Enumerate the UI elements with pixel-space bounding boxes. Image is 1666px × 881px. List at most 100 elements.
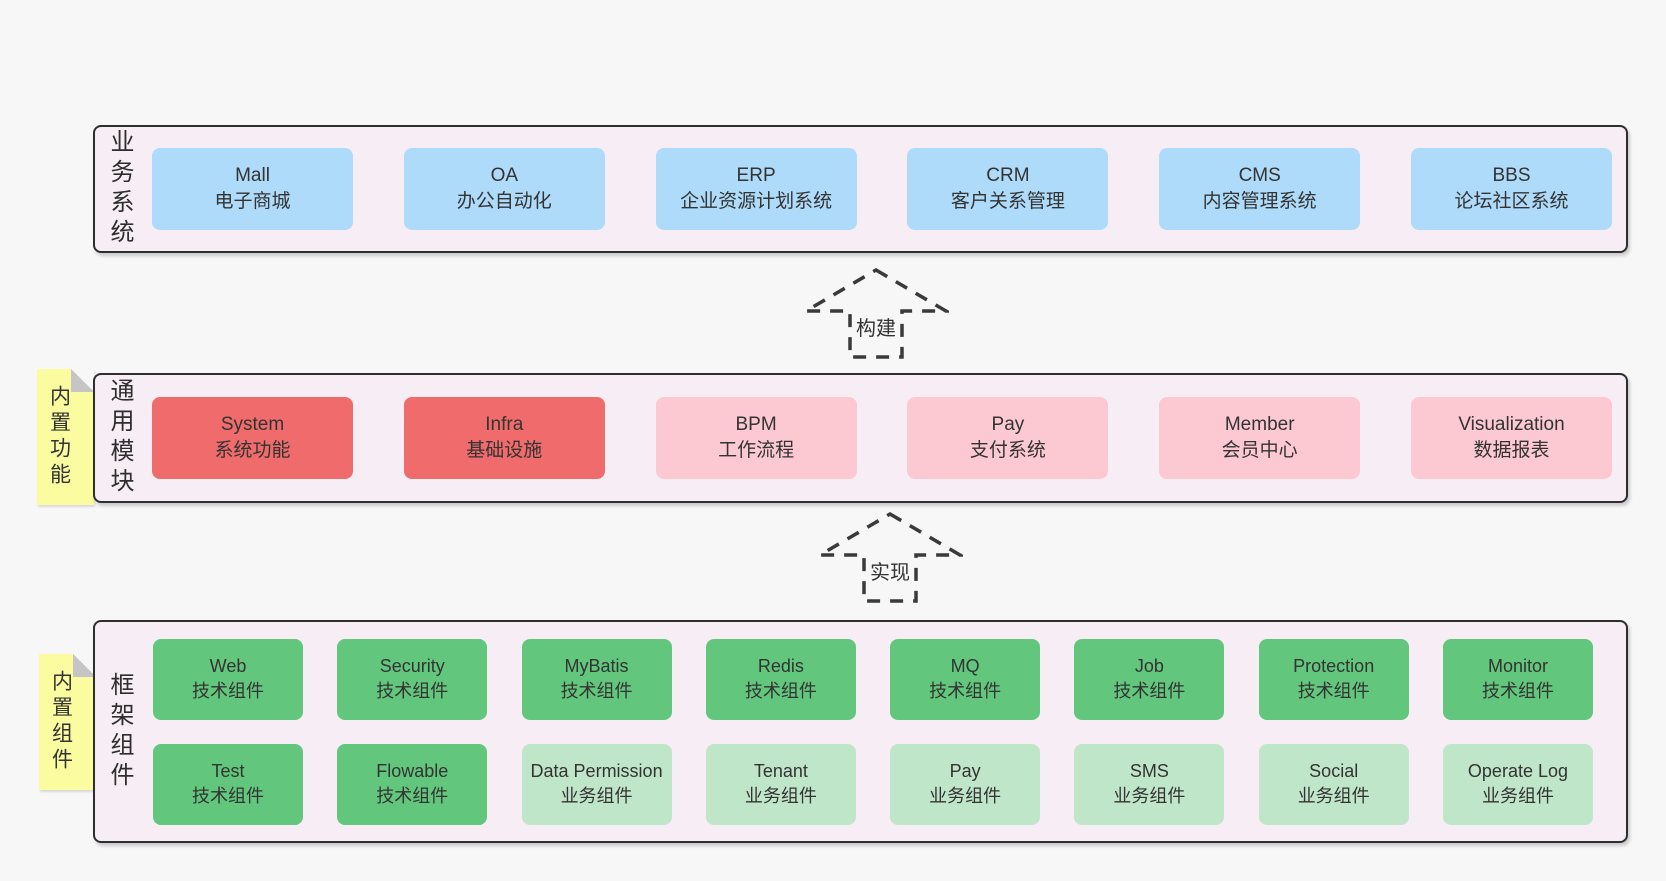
box-desc: 论坛社区系统 [1454,191,1569,212]
box-system: System 系统功能 [152,397,353,479]
box-name: Data Permission [530,761,663,781]
box-name: ERP [736,165,776,186]
box-desc: 技术组件 [560,681,633,701]
layer-framework-components: 框架组件 Web 技术组件 Security 技术组件 MyBatis 技术组件… [93,620,1628,843]
box-name: OA [490,165,519,186]
box-name: Tenant [753,761,808,781]
box-desc: 办公自动化 [456,191,552,212]
box-flowable: Flowable 技术组件 [337,743,488,825]
box-desc: 技术组件 [1297,681,1370,701]
box-bbs: BBS 论坛社区系统 [1410,148,1612,230]
box-row: Mall 电子商城 OA 办公自动化 ERP 企业资源计划系统 CRM 客户关系… [132,148,1626,230]
box-desc: 电子商城 [214,191,291,212]
box-rows: Web 技术组件 Security 技术组件 MyBatis 技术组件 Redi… [132,638,1626,825]
box-desc: 技术组件 [929,681,1002,701]
box-name: BBS [1492,165,1531,186]
box-name: System [220,414,285,435]
box-name: Web [209,656,247,676]
box-desc: 业务组件 [929,786,1002,806]
box-name: Test [211,761,245,781]
box-desc: 业务组件 [1113,786,1186,806]
box-desc: 技术组件 [376,786,449,806]
box-name: MQ [950,656,980,676]
box-name: Protection [1293,656,1375,676]
sticky-note-builtin-components: 内置组件 [39,654,96,790]
box-name: Member [1224,414,1295,435]
box-desc: 技术组件 [1113,681,1186,701]
box-name: Redis [757,656,804,676]
box-protection: Protection 技术组件 [1258,638,1409,720]
box-oa: OA 办公自动化 [403,148,605,230]
arrow-label: 实现 [866,556,914,585]
box-data-permission: Data Permission 业务组件 [521,743,672,825]
layer-common-modules: 通用模块 System 系统功能 Infra 基础设施 BPM 工作流程 Pay… [93,373,1628,503]
dashed-up-arrow-icon [817,511,963,603]
box-monitor: Monitor 技术组件 [1442,638,1593,720]
dashed-up-arrow-icon [803,267,949,359]
box-desc: 会员中心 [1221,440,1298,461]
box-test: Test 技术组件 [153,743,303,825]
box-visualization: Visualization 数据报表 [1410,397,1612,479]
sticky-note-label: 内置功能 [47,385,71,489]
box-operate-log: Operate Log 业务组件 [1442,743,1593,825]
box-mq: MQ 技术组件 [890,638,1041,720]
box-row: Test 技术组件 Flowable 技术组件 Data Permission … [132,743,1626,825]
arrow-label: 构建 [852,312,900,341]
box-pay: Pay 支付系统 [907,397,1109,479]
box-row: Web 技术组件 Security 技术组件 MyBatis 技术组件 Redi… [132,638,1626,720]
box-web: Web 技术组件 [153,638,303,720]
box-security: Security 技术组件 [337,638,488,720]
box-name: SMS [1129,761,1169,781]
box-name: Operate Log [1467,761,1568,781]
box-infra: Infra 基础设施 [403,397,605,479]
box-redis: Redis 技术组件 [705,638,856,720]
box-desc: 业务组件 [1297,786,1370,806]
arrow-implement: 实现 [817,510,963,604]
box-desc: 数据报表 [1473,440,1550,461]
box-desc: 业务组件 [744,786,817,806]
box-name: Security [379,656,445,676]
layer-label: 框架组件 [106,671,133,792]
box-desc: 企业资源计划系统 [680,191,833,212]
box-desc: 技术组件 [1481,681,1554,701]
box-desc: 客户关系管理 [950,191,1065,212]
box-name: Flowable [376,761,449,781]
box-desc: 技术组件 [744,681,817,701]
sticky-note-label: 内置组件 [49,670,73,774]
box-desc: 业务组件 [1481,786,1554,806]
box-tenant: Tenant 业务组件 [705,743,856,825]
arrow-build: 构建 [803,266,949,360]
box-social: Social 业务组件 [1258,743,1409,825]
box-desc: 基础设施 [466,440,543,461]
box-name: CRM [986,165,1030,186]
box-sms: SMS 业务组件 [1074,743,1225,825]
box-mybatis: MyBatis 技术组件 [521,638,672,720]
box-job: Job 技术组件 [1074,638,1225,720]
box-desc: 技术组件 [192,681,264,701]
box-cms: CMS 内容管理系统 [1159,148,1361,230]
box-desc: 技术组件 [192,786,264,806]
box-pay-biz: Pay 业务组件 [890,743,1041,825]
box-desc: 系统功能 [214,440,291,461]
box-erp: ERP 企业资源计划系统 [655,148,857,230]
box-name: CMS [1238,165,1281,186]
box-member: Member 会员中心 [1159,397,1361,479]
layer-business-systems: 业务系统 Mall 电子商城 OA 办公自动化 ERP 企业资源计划系统 CRM… [93,125,1628,253]
box-desc: 工作流程 [718,440,795,461]
layer-label: 业务系统 [106,129,133,249]
box-name: Mall [235,165,270,186]
box-mall: Mall 电子商城 [152,148,353,230]
box-crm: CRM 客户关系管理 [907,148,1109,230]
box-name: Job [1134,656,1164,676]
box-row: System 系统功能 Infra 基础设施 BPM 工作流程 Pay 支付系统… [132,397,1626,479]
box-desc: 技术组件 [376,681,449,701]
box-desc: 内容管理系统 [1202,191,1317,212]
box-name: MyBatis [564,656,629,676]
box-desc: 业务组件 [560,786,633,806]
layer-label: 通用模块 [106,378,133,498]
box-name: Monitor [1487,656,1548,676]
box-desc: 支付系统 [969,440,1046,461]
box-name: Pay [949,761,981,781]
box-name: Infra [485,414,524,435]
box-name: BPM [735,414,777,435]
